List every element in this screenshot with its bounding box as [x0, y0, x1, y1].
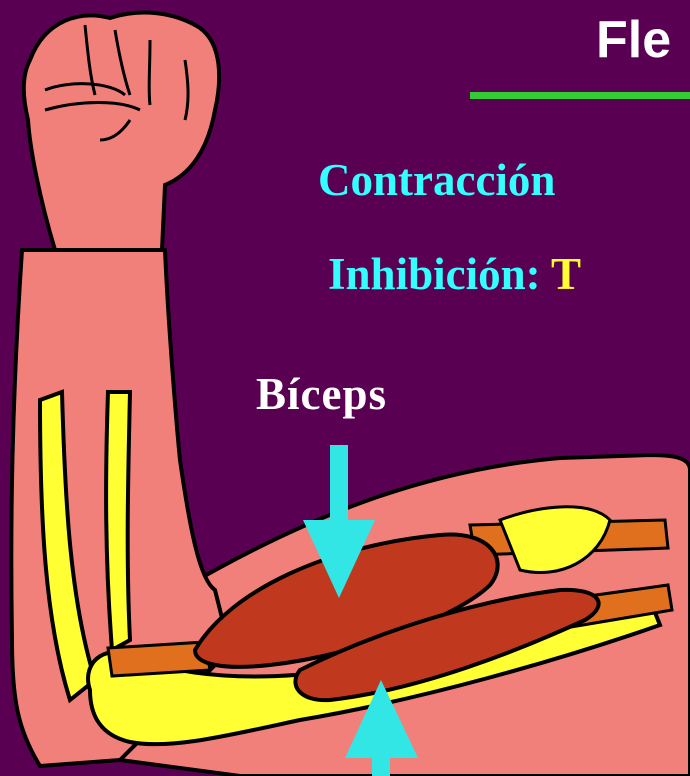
- contraction-label: Contracción: [318, 155, 555, 205]
- inhibition-line: Inhibición: T: [328, 252, 581, 297]
- biceps-label: Bíceps: [256, 372, 387, 417]
- title-underline: [470, 92, 690, 99]
- slide-title: Fle: [596, 14, 671, 66]
- inhibition-label: Inhibición:: [328, 249, 541, 299]
- radius-bone: [106, 392, 130, 650]
- contraction-line: Contracción: [318, 158, 555, 203]
- inhibition-value: T: [551, 249, 581, 299]
